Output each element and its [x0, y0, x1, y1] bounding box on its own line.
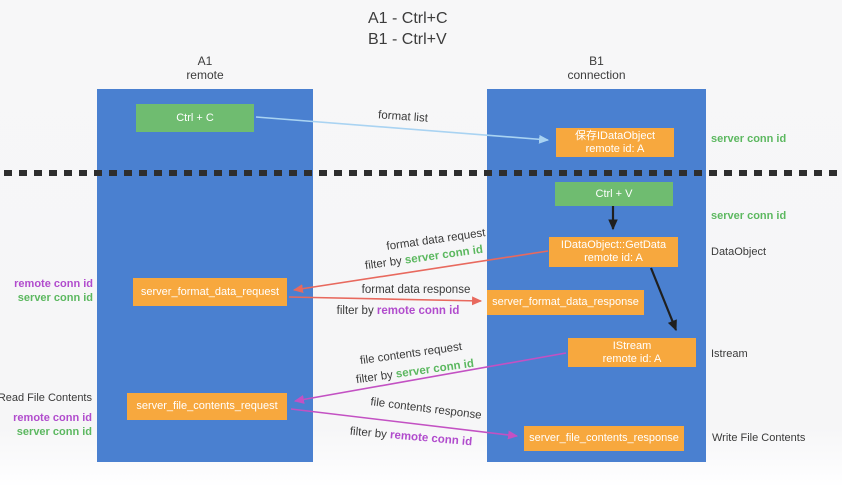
box-server-file-contents-request: server_file_contents_request	[127, 393, 287, 420]
box-ctrl-v-label: Ctrl + V	[595, 187, 633, 200]
arrow-format-list	[255, 116, 550, 144]
box-server-file-contents-response: server_file_contents_response	[524, 426, 684, 451]
box-save-idataobject-line1: 保存IDataObject	[574, 129, 656, 142]
box-ctrl-c: Ctrl + C	[136, 104, 254, 132]
box-idataobject-getdata: IDataObject::GetData remote id: A	[549, 237, 678, 267]
label-write-file-contents: Write File Contents	[712, 432, 806, 444]
column-b1-header: B1 connection	[487, 54, 706, 82]
arrow-file-contents-response	[290, 408, 519, 440]
label-server-conn-id-right-mid: server conn id	[711, 210, 787, 222]
label-server-conn-id-right-top: server conn id	[711, 133, 787, 145]
column-a1-header: A1 remote	[97, 54, 313, 82]
arrow-format-data-response	[288, 296, 483, 306]
box-server-format-data-response: server_format_data_response	[487, 290, 644, 315]
column-b1-subtitle: connection	[567, 68, 626, 82]
box-ctrl-c-label: Ctrl + C	[176, 111, 214, 124]
box-server-format-data-request-label: server_format_data_request	[140, 285, 280, 298]
box-server-format-data-request: server_format_data_request	[133, 278, 287, 306]
label-server-conn-id-left-1: server conn id	[17, 292, 93, 304]
label-dataobject: DataObject	[711, 246, 767, 258]
box-idataobject-getdata-line2: remote id: A	[584, 252, 643, 264]
column-a1-name: A1	[197, 54, 213, 68]
label-remote-conn-id-left-1: remote conn id	[14, 278, 93, 290]
title-line-1: A1 - Ctrl+C	[368, 10, 448, 27]
remote-conn-id-term-1: remote conn id	[376, 305, 460, 317]
title-line-2: B1 - Ctrl+V	[368, 31, 447, 48]
arrow-format-data-request	[292, 250, 549, 294]
arrow-getdata-to-istream	[649, 267, 678, 332]
box-istream: IStream remote id: A	[568, 338, 696, 367]
label-read-file-contents: Read File Contents	[0, 392, 92, 404]
label-remote-conn-id-left-2: remote conn id	[13, 412, 92, 424]
box-idataobject-getdata-line1: IDataObject::GetData	[560, 239, 667, 251]
label-format-data-response: format data response	[361, 284, 471, 296]
arrow-file-contents-request	[293, 352, 567, 404]
label-server-conn-id-left-2: server conn id	[16, 426, 92, 438]
box-server-file-contents-response-label: server_file_contents_response	[529, 432, 679, 444]
column-a1-subtitle: remote	[186, 68, 224, 82]
box-server-format-data-response-label: server_format_data_response	[492, 296, 639, 308]
column-b1-name: B1	[589, 54, 604, 68]
box-istream-line2: remote id: A	[602, 352, 662, 365]
filter-by-text-2: filter by	[336, 305, 374, 317]
box-ctrl-v: Ctrl + V	[555, 182, 673, 206]
box-istream-line1: IStream	[612, 339, 652, 352]
box-save-idataobject-line2: remote id: A	[585, 142, 645, 155]
label-istream-right: Istream	[711, 348, 748, 360]
box-save-idataobject: 保存IDataObject remote id: A	[556, 128, 674, 157]
diagram-title: A1 - Ctrl+C B1 - Ctrl+V	[368, 8, 448, 50]
box-server-file-contents-request-label: server_file_contents_request	[136, 400, 278, 412]
label-filter-by-remote-conn-1: filter by remote conn id	[337, 305, 460, 317]
